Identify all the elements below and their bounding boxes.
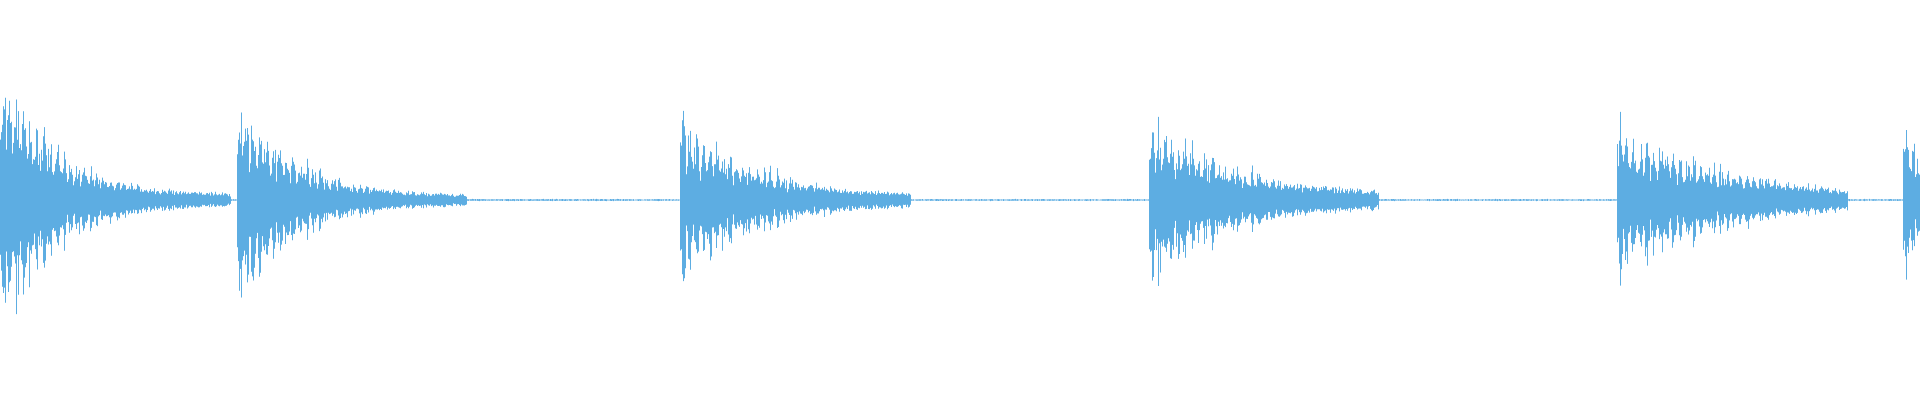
waveform-layer (0, 97, 1920, 315)
waveform-trace (0, 97, 1920, 315)
